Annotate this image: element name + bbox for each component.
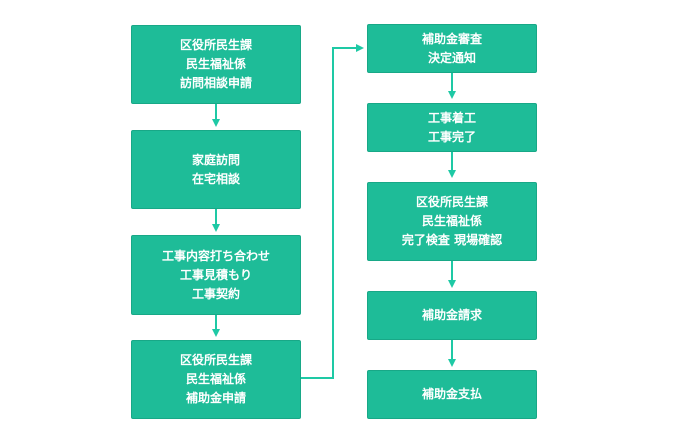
step-line: 決定通知 (427, 50, 476, 65)
step-line: 補助金申請 (185, 391, 246, 405)
step-subsidy-payment: 補助金支払 (367, 370, 537, 419)
step-line: 区役所民生課 (415, 195, 488, 209)
step-construction-contract: 工事内容打ち合わせ 工事見積もり 工事契約 (131, 235, 301, 315)
step-subsidy-review: 補助金審査 決定通知 (367, 24, 537, 73)
step-home-visit: 家庭訪問 在宅相談 (131, 130, 301, 209)
step-line: 工事見積もり (179, 267, 252, 282)
step-line: 工事完了 (427, 129, 476, 144)
step-subsidy-claim: 補助金請求 (367, 291, 537, 340)
step-construction-work: 工事着工 工事完了 (367, 103, 537, 152)
step-line: 工事契約 (191, 286, 240, 301)
step-line: 訪問相談申請 (179, 76, 252, 90)
step-line: 在宅相談 (191, 171, 240, 186)
step-line: 補助金支払 (421, 387, 482, 401)
step-line: 民生福祉係 (185, 57, 246, 71)
step-completion-inspection: 区役所民生課 民生福祉係 完了検査 現場確認 (367, 182, 537, 261)
step-line: 区役所民生課 (179, 353, 252, 367)
arrow-left-to-right (301, 44, 364, 379)
step-line: 民生福祉係 (185, 372, 246, 386)
step-line: 区役所民生課 (179, 38, 252, 52)
step-line: 補助金請求 (421, 308, 482, 322)
step-line: 補助金審査 (421, 31, 482, 46)
step-line: 民生福祉係 (421, 214, 482, 228)
step-line: 家庭訪問 (191, 152, 240, 167)
step-visit-consult-application: 区役所民生課 民生福祉係 訪問相談申請 (131, 25, 301, 104)
step-line: 工事内容打ち合わせ (161, 248, 270, 263)
step-line: 工事着工 (427, 110, 476, 125)
step-subsidy-application: 区役所民生課 民生福祉係 補助金申請 (131, 340, 301, 419)
step-line: 完了検査 現場確認 (401, 233, 503, 247)
